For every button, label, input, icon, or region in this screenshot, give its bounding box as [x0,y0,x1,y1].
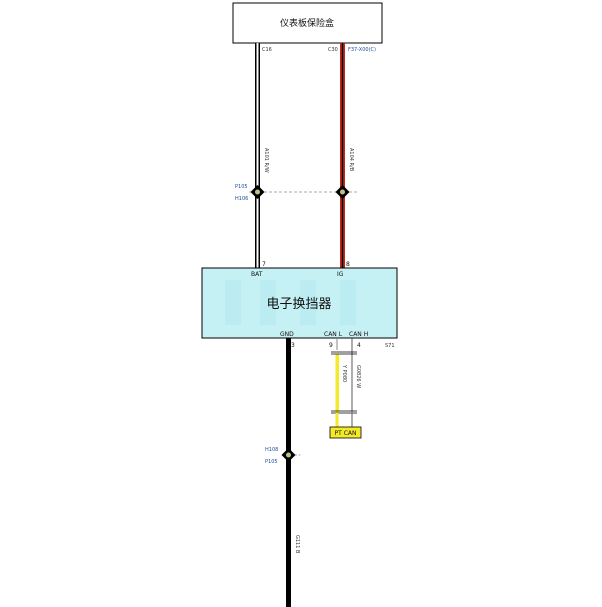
ig-wire-label: A104 R/B [348,148,354,172]
fuse-box-pin-right-ref: F37-X00(C) [348,47,376,53]
connector-bottom-upper: H108 [265,447,278,453]
can-h-wire-label: G0826 W [355,365,361,388]
connector-top-lower: H106 [235,196,248,202]
shifter-module [201,267,398,339]
gnd-wire-label: G111 B [294,535,300,554]
pin-ig-num: 8 [346,261,350,268]
can-l-wire [335,338,339,412]
pin-canh-num: 4 [357,342,361,349]
bat-wire-label: A101 R/W [263,148,269,173]
pt-can-label: PT CAN [335,430,357,437]
fuse-box-pin-left: C16 [262,47,272,53]
fuse-box-pin-right: C30 [328,47,338,53]
pin-canh-label: CAN H [349,331,368,338]
connector-bottom-lower: P105 [265,459,278,465]
bat-wire [255,43,260,268]
module-watermark [225,280,356,325]
can-l-wire-label: Y P080 [341,364,347,382]
pt-can-box [329,426,362,439]
connector-id: S71 [385,343,395,349]
connector-top-diamond-left [250,185,265,199]
twisted-pair-top [331,351,357,355]
pin-ig-label: IG [337,271,344,278]
pin-canl-label: CAN L [324,331,343,338]
connector-top-upper: P105 [235,184,248,190]
pin-canl-num: 9 [329,342,333,349]
twisted-pair-bottom [331,410,357,414]
pin-bat-label: BAT [251,271,263,278]
fuse-box-title: 仪表板保险盒 [280,17,334,29]
module-title: 电子换挡器 [266,297,331,312]
gnd-wire [286,338,291,607]
pin-bat-num: 7 [262,261,266,268]
pin-gnd-label: GND [280,331,294,338]
pin-gnd-num: 3 [291,342,295,349]
connector-bottom-diamond [281,448,296,462]
fuse-box [232,2,383,44]
ig-wire [340,43,345,268]
connector-top-diamond-right [335,185,350,199]
